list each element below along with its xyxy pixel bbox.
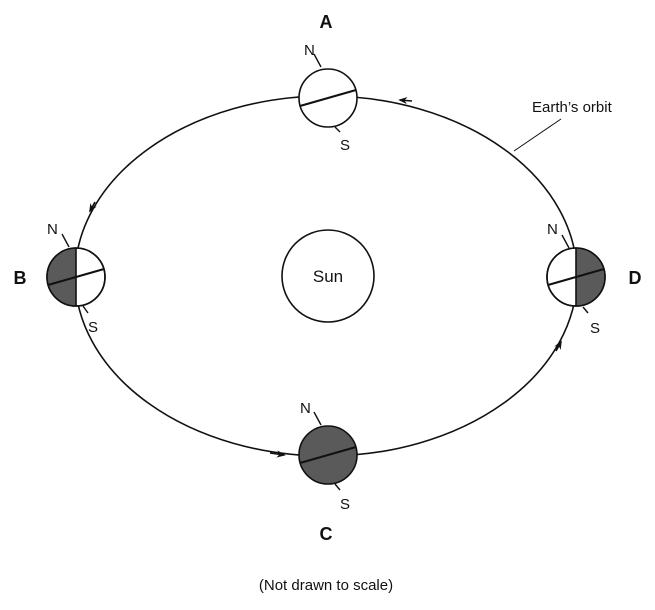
earth-d-outline: [546, 247, 606, 307]
earth-d-axis-south: [582, 306, 589, 314]
pole-label-north: N: [304, 42, 315, 59]
earth-c-terminator: [299, 445, 357, 465]
earth-b-night-side: [47, 248, 76, 306]
position-label: D: [629, 268, 642, 288]
sun: [281, 229, 375, 323]
position-label: C: [320, 524, 333, 544]
earth-d-terminator: [547, 267, 605, 287]
earth-a-terminator: [299, 88, 357, 108]
position-label: B: [14, 268, 27, 288]
orbit-arrow-top: [398, 97, 413, 105]
pole-label-south: S: [340, 496, 350, 513]
orbit-label-leader: [513, 118, 562, 152]
pole-label-south: S: [88, 319, 98, 336]
position-label: A: [320, 12, 333, 32]
pole-label-north: N: [547, 221, 558, 238]
earth-c-axis-north: [313, 411, 322, 426]
earth-b-outline: [46, 247, 106, 307]
orbit-label: Earth’s orbit: [532, 99, 613, 116]
earth-a-axis-north: [313, 53, 322, 68]
earth-position-d: [546, 234, 606, 314]
pole-label-south: S: [340, 137, 350, 154]
earth-d-axis-north: [561, 234, 570, 249]
earth-b-axis-north: [61, 233, 70, 248]
earth-c-axis-south: [334, 483, 341, 491]
earth-position-a: [298, 53, 358, 133]
earth-b-terminator: [47, 267, 105, 287]
pole-label-north: N: [300, 400, 311, 417]
earth-position-b: [46, 233, 106, 314]
earth-d-night-side: [576, 248, 605, 306]
earth-b-axis-south: [82, 305, 89, 314]
pole-label-south: S: [590, 320, 600, 337]
orbit-arrow-right: [554, 340, 562, 352]
earth-a-axis-south: [334, 126, 341, 133]
pole-label-north: N: [47, 221, 58, 238]
sun-label: Sun: [313, 267, 343, 286]
earth-position-c: [298, 411, 358, 491]
scale-note: (Not drawn to scale): [259, 577, 393, 594]
orbit-arrow-bottom: [269, 450, 286, 458]
orbit-arrow-left: [89, 201, 97, 213]
